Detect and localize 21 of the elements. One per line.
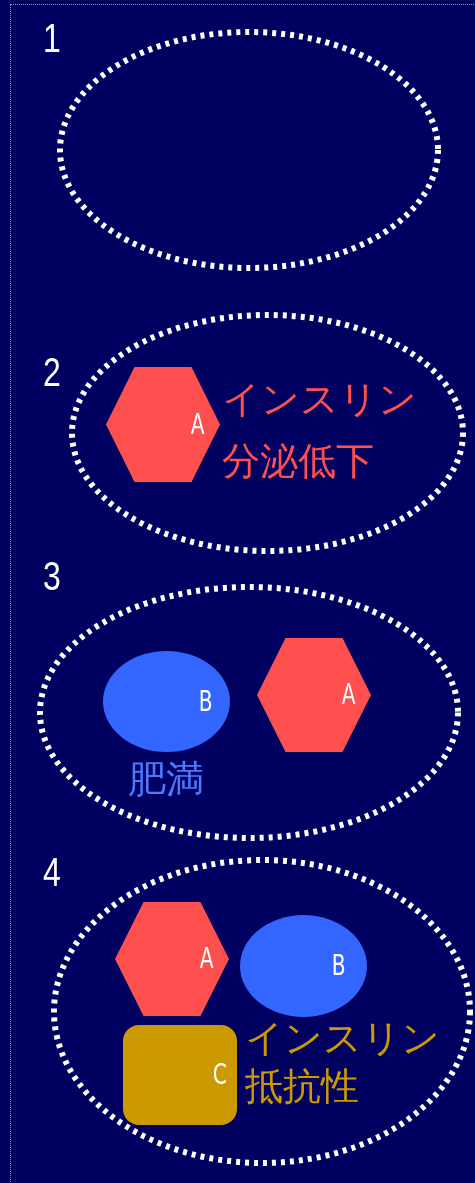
dotted-ellipse — [72, 315, 463, 551]
oval — [240, 915, 367, 1017]
rounded-square — [123, 1025, 237, 1125]
shape-letter: C — [213, 1059, 228, 1091]
dotted-ellipse — [60, 32, 438, 268]
panel-number: 3 — [43, 553, 62, 600]
caption-text: インスリン抵抗性 — [245, 1015, 441, 1110]
panel-number: 1 — [43, 15, 62, 62]
shape-letter: A — [341, 679, 356, 711]
hexagon — [115, 902, 229, 1016]
hexagon — [257, 638, 371, 752]
shape-letter: A — [199, 943, 214, 975]
shape-letter: A — [190, 408, 205, 441]
shape-letter: B — [198, 685, 213, 718]
oval — [103, 651, 230, 752]
shape-letter: B — [331, 950, 346, 982]
panel-number: 4 — [43, 849, 62, 896]
caption-text: インスリン分泌低下 — [222, 376, 418, 485]
caption-text: 肥満 — [128, 756, 205, 803]
panel-number: 2 — [43, 349, 62, 396]
hexagon — [106, 367, 220, 482]
